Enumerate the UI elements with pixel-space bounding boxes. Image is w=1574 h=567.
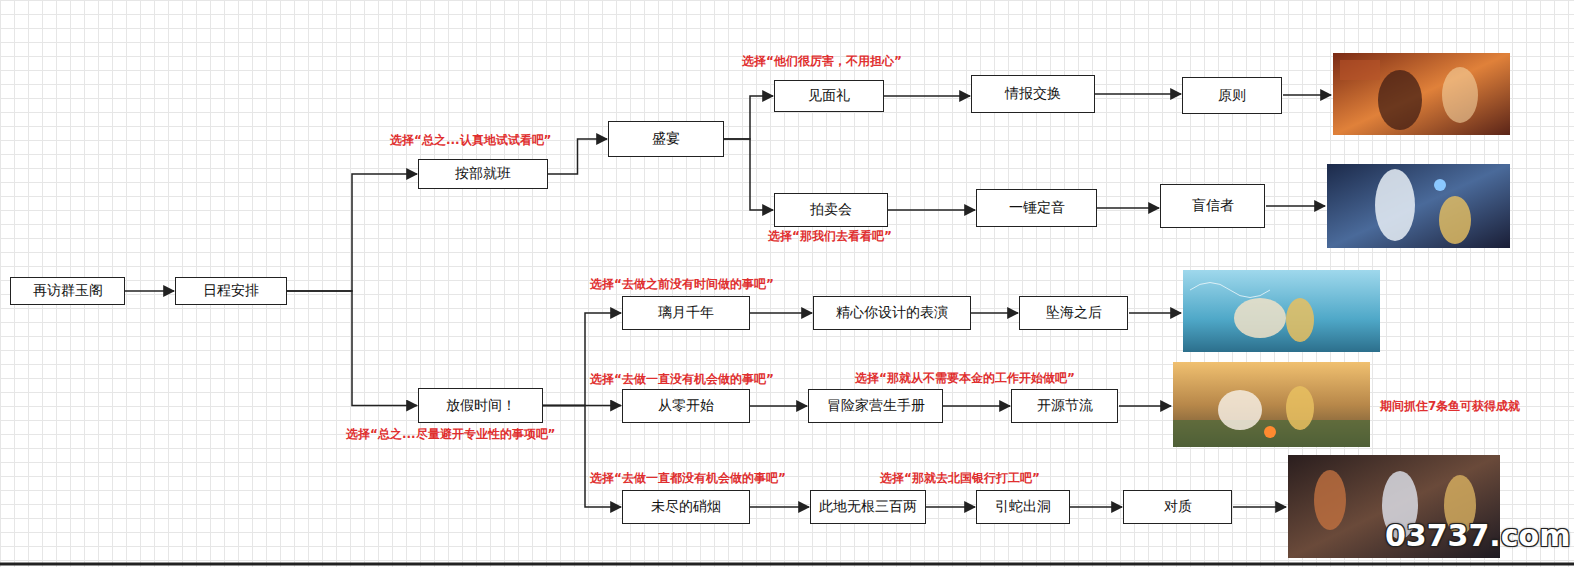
choice-note: 选择“那就从不需要本金的工作开始做吧” <box>855 370 1075 387</box>
process-box: 坠海之后 <box>1019 296 1128 330</box>
process-box: 放假时间！ <box>418 388 543 423</box>
box-text: 一锤定音 <box>1009 199 1065 217</box>
box-text: 放假时间！ <box>446 397 516 415</box>
flow-arrow <box>548 139 607 174</box>
box-text: 日程安排 <box>203 282 259 300</box>
flow-arrow <box>125 290 174 292</box>
flow-arrow <box>926 506 975 508</box>
process-box: 从零开始 <box>622 389 750 423</box>
process-box: 一锤定音 <box>976 189 1097 227</box>
box-text: 坠海之后 <box>1046 304 1102 322</box>
box-text: 拍卖会 <box>810 201 852 219</box>
process-box: 对质 <box>1123 490 1232 524</box>
flow-arrow <box>1097 207 1159 209</box>
process-box: 原则 <box>1182 77 1282 114</box>
choice-note: 选择“去做一直都没有机会做的事吧” <box>590 470 786 487</box>
process-box: 璃月千年 <box>622 296 750 330</box>
process-box: 情报交换 <box>971 75 1095 113</box>
flow-arrow <box>884 95 970 97</box>
process-box: 见面礼 <box>774 80 884 112</box>
choice-note: 选择“总之...认真地试试看吧” <box>390 132 551 149</box>
choice-note: 选择“那就去北国银行打工吧” <box>880 470 1040 487</box>
box-text: 盛宴 <box>652 130 680 148</box>
flow-arrow <box>724 96 773 139</box>
screenshot-4 <box>1173 362 1370 447</box>
box-text: 按部就班 <box>455 165 511 183</box>
flow-arrow <box>750 405 807 407</box>
box-text: 精心你设计的表演 <box>836 304 948 322</box>
process-box: 开源节流 <box>1011 389 1118 423</box>
flow-arrow <box>888 209 975 211</box>
process-box: 冒险家营生手册 <box>808 389 943 423</box>
process-box: 按部就班 <box>418 159 548 189</box>
process-box: 日程安排 <box>175 277 287 305</box>
choice-note: 选择“总之...尽量避开专业性的事项吧” <box>346 426 555 443</box>
box-text: 未尽的硝烟 <box>651 498 721 516</box>
process-box: 此地无根三百两 <box>810 490 926 524</box>
flow-arrow <box>750 312 812 314</box>
process-box: 未尽的硝烟 <box>622 490 750 524</box>
flow-arrow <box>543 406 621 508</box>
box-text: 引蛇出洞 <box>995 498 1051 516</box>
choice-note: 选择“那我们去看看吧” <box>768 228 892 245</box>
box-text: 原则 <box>1218 87 1246 105</box>
screenshot-1 <box>1333 53 1510 135</box>
box-text: 此地无根三百两 <box>819 498 917 516</box>
watermark: 03737.com <box>1385 518 1570 553</box>
process-box: 再访群玉阁 <box>10 277 125 305</box>
choice-note: 选择“去做之前没有时间做的事吧” <box>590 276 774 293</box>
process-box: 精心你设计的表演 <box>813 296 971 330</box>
bottom-rule <box>0 563 1574 566</box>
flow-arrow <box>943 405 1010 407</box>
box-text: 见面礼 <box>808 87 850 105</box>
arrow-to-screenshot <box>1119 95 1331 507</box>
choice-note: 期间抓住7条鱼可获得成就 <box>1380 398 1520 415</box>
flow-arrow <box>543 313 621 406</box>
box-text: 璃月千年 <box>658 304 714 322</box>
flow-arrow <box>1095 93 1181 95</box>
choice-note: 选择“他们很厉害，不用担心” <box>742 53 902 70</box>
flow-arrow <box>724 139 773 210</box>
process-box: 拍卖会 <box>774 193 888 227</box>
flow-arrow <box>287 291 417 406</box>
box-text: 情报交换 <box>1005 85 1061 103</box>
box-text: 再访群玉阁 <box>33 282 103 300</box>
flow-arrow <box>750 506 809 508</box>
box-text: 从零开始 <box>658 397 714 415</box>
process-box: 盲信者 <box>1160 184 1265 228</box>
screenshot-3 <box>1183 270 1380 352</box>
process-box: 盛宴 <box>608 121 724 157</box>
choice-note: 选择“去做一直没有机会做的事吧” <box>590 371 774 388</box>
box-text: 对质 <box>1164 498 1192 516</box>
box-text: 冒险家营生手册 <box>827 397 925 415</box>
process-box: 引蛇出洞 <box>976 490 1070 524</box>
flow-arrow <box>287 174 417 291</box>
box-text: 开源节流 <box>1037 397 1093 415</box>
box-text: 盲信者 <box>1192 197 1234 215</box>
screenshot-2 <box>1327 164 1510 248</box>
flow-arrow <box>1070 506 1122 508</box>
flow-arrow <box>971 312 1018 314</box>
